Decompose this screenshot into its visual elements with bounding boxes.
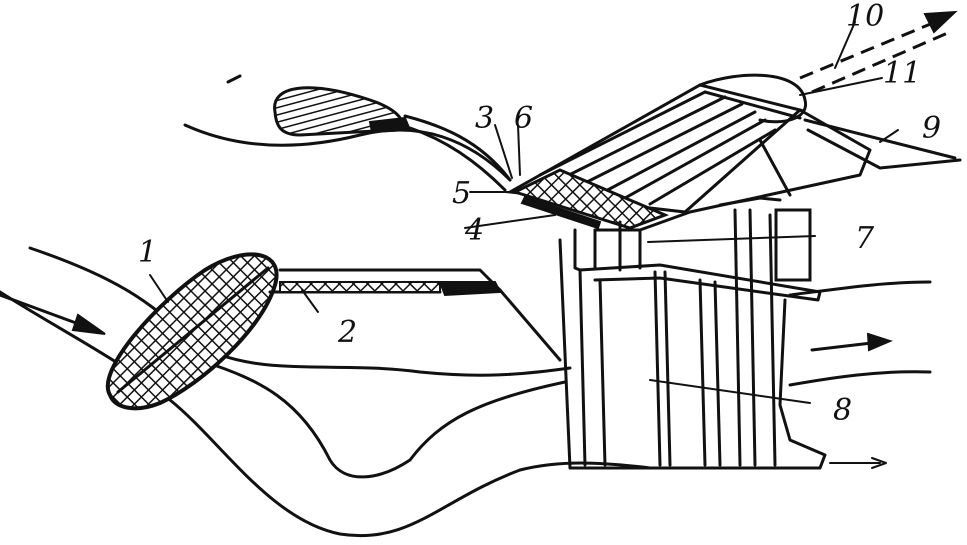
louvre-roof-assembly xyxy=(505,73,962,230)
exhaust-arrow-10 xyxy=(799,10,958,94)
body-8 xyxy=(558,208,827,470)
label-3: 3 xyxy=(475,101,494,136)
deflector-blade xyxy=(273,86,512,192)
inflow-arrow xyxy=(0,293,106,335)
shaft-7 xyxy=(573,196,812,282)
label-11: 11 xyxy=(883,56,921,91)
label-9: 9 xyxy=(922,111,941,146)
perforated-duct-2 xyxy=(268,268,562,362)
label-8: 8 xyxy=(833,393,852,428)
leader-lines xyxy=(149,21,899,404)
label-7: 7 xyxy=(855,221,875,256)
mesh-filter-1 xyxy=(105,252,279,411)
label-5: 5 xyxy=(452,176,471,211)
label-6: 6 xyxy=(514,101,533,136)
outflow-arrow xyxy=(810,332,893,352)
label-10: 10 xyxy=(846,0,884,34)
label-1: 1 xyxy=(138,235,157,270)
label-2: 2 xyxy=(337,315,357,350)
label-4: 4 xyxy=(464,213,484,248)
